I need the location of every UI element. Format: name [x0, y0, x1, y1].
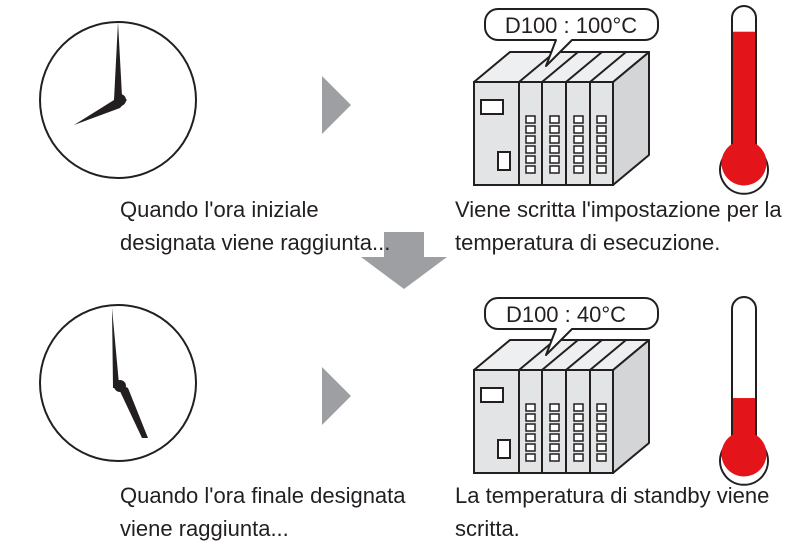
thermometer-start-icon	[719, 5, 769, 195]
callout-end-text: D100 : 40°C	[506, 302, 626, 327]
arrow-down-icon	[361, 232, 447, 289]
caption-line: temperatura di esecuzione.	[455, 230, 721, 255]
clock-end-icon	[39, 304, 197, 462]
thermometer-end-icon	[719, 296, 769, 486]
plc-unit-start	[473, 51, 650, 186]
callout-start: D100 : 100°C	[484, 8, 659, 67]
caption-line: Quando l'ora finale designata	[120, 483, 406, 508]
caption-line: viene raggiunta...	[120, 516, 289, 541]
caption-line: La temperatura di standby viene	[455, 483, 770, 508]
caption-write-standby-temp: La temperatura di standby viene scritta.	[455, 479, 769, 545]
plc-unit-end	[473, 339, 650, 474]
caption-line: Viene scritta l'impostazione per la	[455, 197, 782, 222]
scheduler-diagram: D100 : 100°C D100 : 40°C	[39, 5, 769, 486]
mercury-start	[733, 31, 755, 156]
caption-line: Quando l'ora iniziale	[120, 197, 319, 222]
caption-write-execution-temp: Viene scritta l'impostazione per la temp…	[455, 193, 782, 259]
arrow-right-icon	[322, 76, 351, 134]
caption-start-time: Quando l'ora iniziale designata viene ra…	[120, 193, 390, 259]
caption-line: scritta.	[455, 516, 520, 541]
callout-start-text: D100 : 100°C	[505, 13, 637, 38]
caption-end-time: Quando l'ora finale designata viene ragg…	[120, 479, 406, 545]
arrow-right-icon	[322, 367, 351, 425]
callout-end: D100 : 40°C	[484, 297, 659, 356]
caption-line: designata viene raggiunta...	[120, 230, 391, 255]
clock-start-icon	[39, 21, 197, 179]
